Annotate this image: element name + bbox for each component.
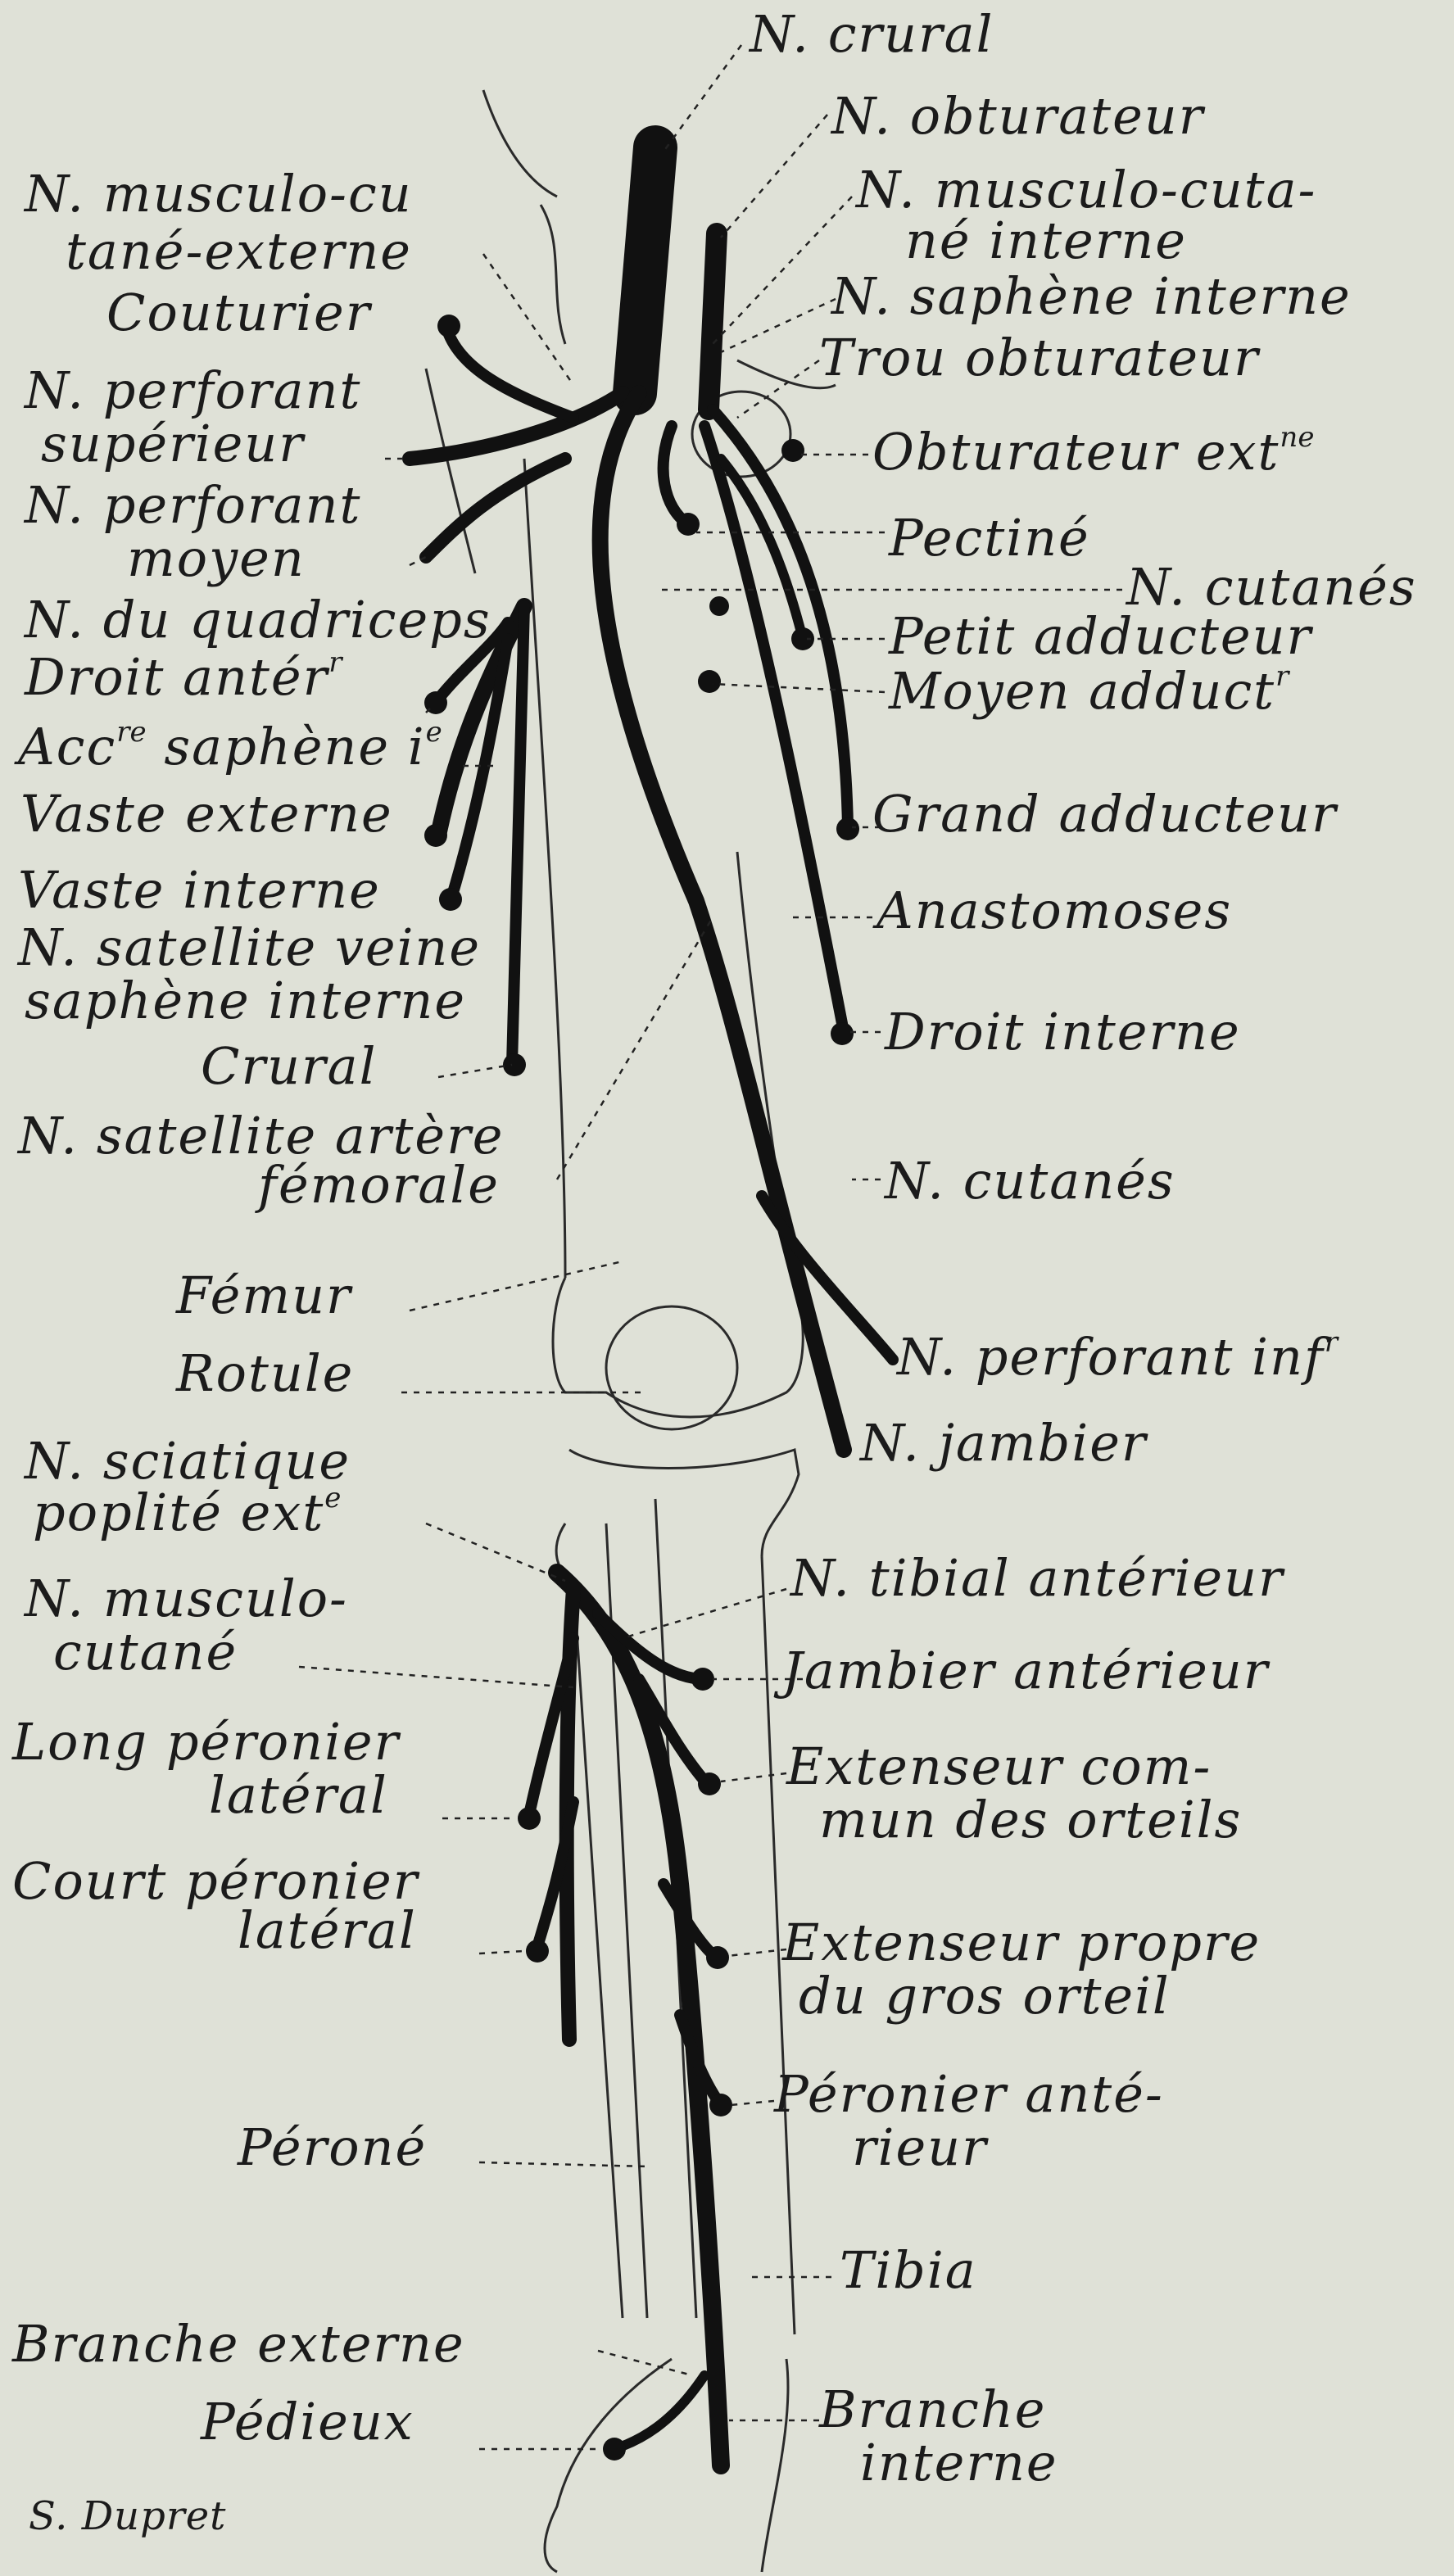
label-n-satellite-veine-2: saphène interne <box>25 975 466 1027</box>
label-n-tibial-anterieur: N. tibial antérieur <box>790 1552 1284 1605</box>
droit-interne-branch <box>704 426 844 1032</box>
foot-outline <box>545 2359 788 2572</box>
label-jambier-anterieur: Jambier antérieur <box>782 1645 1269 1697</box>
label-peronier-anterieur-1: Péronier anté- <box>774 2068 1164 2121</box>
label-n-musculo-cutane-interne-1: N. musculo-cuta- <box>856 164 1316 216</box>
label-n-perforant-inf: N. perforant infr <box>897 1331 1338 1383</box>
label-extenseur-commun-2: mun des orteils <box>819 1794 1242 1846</box>
label-extenseur-propre-2: du gros orteil <box>799 1970 1171 2022</box>
label-n-saphene-interne: N. saphène interne <box>831 270 1352 323</box>
musculo-cutane-externe-branch <box>410 393 623 459</box>
label-long-peronier-1: Long péronier <box>12 1716 400 1768</box>
label-n-musculo-cutane-externe-2: tané-externe <box>66 225 412 278</box>
label-pectine: Pectiné <box>889 512 1090 564</box>
label-n-perforant-moyen-1: N. perforant <box>25 479 361 532</box>
label-n-sciatique-1: N. sciatique <box>25 1435 351 1487</box>
bone-outlines <box>426 90 836 2572</box>
label-n-cutanes-lower: N. cutanés <box>885 1155 1175 1207</box>
label-n-satellite-artere-2: fémorale <box>258 1159 500 1211</box>
label-n-musculo-cutane-2: cutané <box>53 1626 238 1678</box>
label-droit-interne: Droit interne <box>885 1006 1241 1058</box>
label-pedieux: Pédieux <box>201 2396 414 2448</box>
label-extenseur-commun-1: Extenseur com- <box>786 1741 1212 1793</box>
label-anastomoses: Anastomoses <box>876 885 1232 937</box>
crural-saphene-branch <box>512 606 524 1065</box>
label-branche-interne-2: interne <box>860 2437 1058 2489</box>
tibia-top-outline <box>569 1450 799 1556</box>
artist-signature: S. Dupret <box>29 2490 226 2542</box>
label-n-jambier: N. jambier <box>860 1417 1148 1469</box>
label-rotule: Rotule <box>176 1347 354 1400</box>
couturier-branch <box>446 328 573 418</box>
saphene-interne-nerve <box>600 393 844 1450</box>
label-trou-obturateur: Trou obturateur <box>819 332 1260 384</box>
label-n-perforant-superieur-2: supérieur <box>41 418 305 470</box>
pedieux-branch <box>614 2375 704 2449</box>
label-branche-interne-1: Branche <box>819 2384 1046 2436</box>
label-n-musculo-cutane-1: N. musculo- <box>25 1573 348 1625</box>
saphene-perforant-branch <box>762 1196 893 1360</box>
label-n-musculo-cutane-interne-2: né interne <box>905 215 1187 267</box>
knee-outline <box>553 1278 803 1417</box>
label-vaste-interne: Vaste interne <box>18 864 381 917</box>
label-n-obturateur: N. obturateur <box>831 90 1204 143</box>
label-n-perforant-superieur-1: N. perforant <box>25 364 361 417</box>
label-n-musculo-cutane-externe-1: N. musculo-cu <box>25 168 413 220</box>
perforant-moyen-branch <box>426 459 565 557</box>
label-court-peronier-2: latéral <box>238 1904 417 1957</box>
label-peronier-anterieur-2: rieur <box>852 2121 988 2174</box>
label-petit-adducteur: Petit adducteur <box>889 610 1312 663</box>
label-perone: Péroné <box>238 2121 427 2174</box>
label-tibia: Tibia <box>840 2244 977 2297</box>
label-crural: Crural <box>201 1040 377 1093</box>
label-n-sciatique-2: poplité exte <box>33 1487 341 1539</box>
label-branche-externe: Branche externe <box>12 2318 465 2370</box>
label-n-perforant-moyen-2: moyen <box>127 532 306 585</box>
label-femur: Fémur <box>176 1270 352 1322</box>
label-vaste-externe: Vaste externe <box>20 788 393 840</box>
patella-outline <box>606 1306 737 1429</box>
label-obturateur-ext: Obturateur extne <box>872 426 1314 478</box>
pectine-branch <box>664 426 688 524</box>
label-extenseur-propre-1: Extenseur propre <box>782 1917 1261 1969</box>
label-n-satellite-veine-1: N. satellite veine <box>18 921 481 974</box>
label-long-peronier-2: latéral <box>209 1769 388 1822</box>
label-droit-anter: Droit antérr <box>25 651 342 704</box>
label-grand-adducteur: Grand adducteur <box>872 788 1338 840</box>
label-n-crural: N. crural <box>750 8 994 61</box>
label-moyen-adduct: Moyen adductr <box>889 665 1289 718</box>
crural-trunk <box>635 147 655 393</box>
obturator-trunk <box>709 233 717 410</box>
label-n-du-quadriceps: N. du quadriceps <box>25 594 491 646</box>
label-acc-saphene: Accre saphène ie <box>18 721 442 773</box>
label-couturier: Couturier <box>106 287 371 339</box>
